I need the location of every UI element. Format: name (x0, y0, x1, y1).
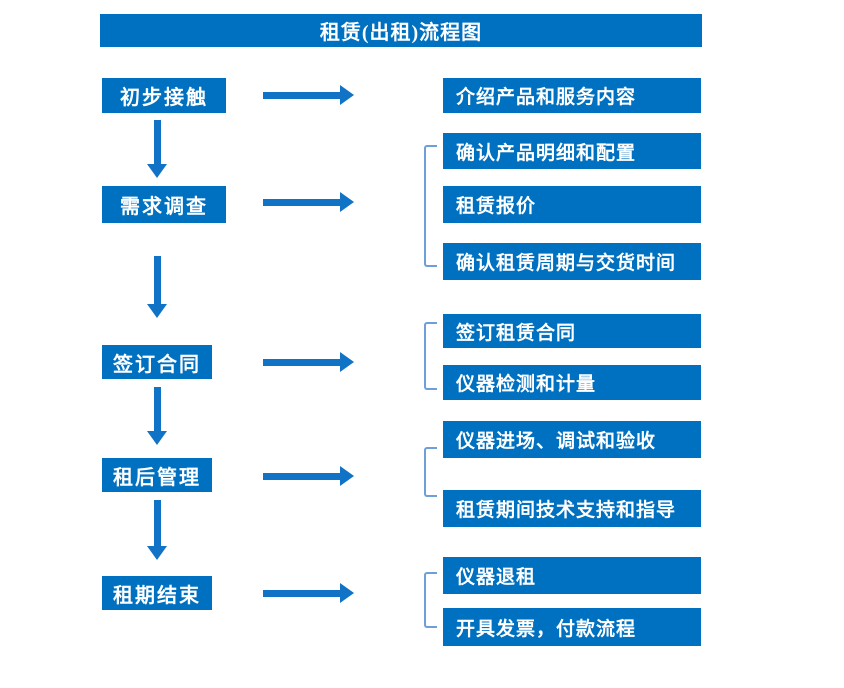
down-arrow-shaft (154, 387, 161, 432)
group-bracket-post-rental-management (424, 447, 437, 497)
right-arrow-head (340, 85, 354, 105)
step-box-initial-contact: 初步接触 (102, 78, 226, 113)
detail-box-introduce-products-services: 介绍产品和服务内容 (443, 78, 701, 113)
detail-box-sign-rental-contract: 签订租赁合同 (443, 314, 701, 348)
detail-box-confirm-product-details-config: 确认产品明细和配置 (443, 133, 701, 169)
right-arrow-shaft (263, 473, 341, 480)
detail-box-instrument-setup-acceptance: 仪器进场、调试和验收 (443, 421, 701, 458)
group-bracket-sign-contract (424, 322, 437, 390)
step-box-post-rental-management: 租后管理 (102, 458, 212, 492)
right-arrow-shaft (263, 92, 341, 99)
down-arrow-1-icon (147, 120, 167, 178)
right-arrow-head (340, 352, 354, 372)
right-arrow-5-icon (263, 583, 354, 603)
right-arrow-head (340, 192, 354, 212)
step-box-sign-contract: 签订合同 (102, 345, 212, 379)
down-arrow-head (147, 431, 167, 445)
right-arrow-head (340, 466, 354, 486)
down-arrow-2-icon (147, 256, 167, 318)
detail-box-confirm-rental-period-delivery: 确认租赁周期与交货时间 (443, 243, 701, 280)
right-arrow-shaft (263, 590, 341, 597)
down-arrow-shaft (154, 120, 161, 165)
right-arrow-2-icon (263, 192, 354, 212)
down-arrow-head (147, 164, 167, 178)
right-arrow-4-icon (263, 466, 354, 486)
group-bracket-rental-end (424, 572, 437, 628)
group-bracket-demand-survey (424, 145, 437, 267)
right-arrow-1-icon (263, 85, 354, 105)
step-box-rental-end: 租期结束 (102, 576, 212, 610)
down-arrow-4-icon (147, 500, 167, 560)
right-arrow-head (340, 583, 354, 603)
right-arrow-shaft (263, 359, 341, 366)
down-arrow-head (147, 304, 167, 318)
step-box-demand-survey: 需求调查 (102, 186, 226, 223)
detail-box-instrument-test-measure: 仪器检测和计量 (443, 365, 701, 400)
down-arrow-shaft (154, 256, 161, 305)
flowchart-title: 租赁(出租)流程图 (100, 14, 702, 47)
detail-box-invoice-payment-process: 开具发票，付款流程 (443, 608, 701, 646)
right-arrow-shaft (263, 199, 341, 206)
detail-box-instrument-return: 仪器退租 (443, 557, 701, 594)
down-arrow-3-icon (147, 387, 167, 445)
right-arrow-3-icon (263, 352, 354, 372)
detail-box-tech-support-during-rental: 租赁期间技术支持和指导 (443, 490, 701, 527)
down-arrow-shaft (154, 500, 161, 547)
down-arrow-head (147, 546, 167, 560)
detail-box-rental-quotation: 租赁报价 (443, 186, 701, 223)
